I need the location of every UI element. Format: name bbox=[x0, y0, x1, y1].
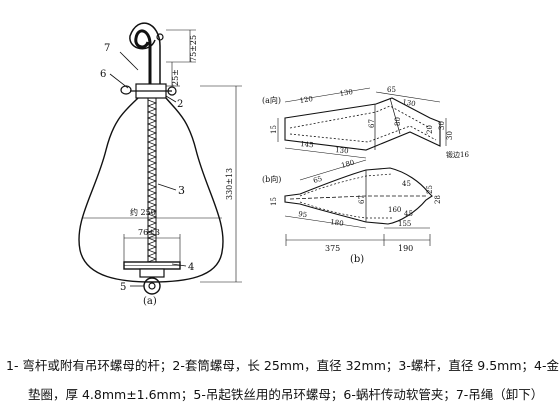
bottom-dim: 25 bbox=[426, 185, 434, 194]
panel-a-label: (a) bbox=[143, 296, 157, 307]
caption-line-1: 1- 弯杆或附有吊环螺母的杆；2-套筒螺母，长 25mm，直径 32mm；3-螺… bbox=[6, 358, 559, 373]
top-dim: 130 bbox=[339, 88, 353, 98]
top-view-outline bbox=[284, 97, 441, 151]
part-2-label: 2 bbox=[177, 99, 183, 110]
top-dim: 15 bbox=[270, 125, 278, 134]
dim-nut-height: 25± bbox=[171, 69, 180, 86]
top-view-label: (a向) bbox=[262, 95, 281, 105]
bottom-dim: 45 bbox=[402, 180, 411, 188]
dim-total-height: 330±13 bbox=[225, 168, 234, 200]
top-dim: 30 bbox=[438, 121, 446, 130]
bottom-dim: 160 bbox=[388, 206, 401, 214]
part-4-label: 4 bbox=[188, 262, 194, 273]
bottom-view-outline bbox=[284, 167, 433, 225]
top-dim: 20 bbox=[426, 125, 434, 134]
eye-nut bbox=[143, 277, 161, 295]
top-dim: 120 bbox=[299, 95, 313, 105]
part-3-label: 3 bbox=[178, 184, 185, 197]
bottom-dim: 67 bbox=[358, 195, 366, 204]
bottom-view-label: (b向) bbox=[262, 174, 281, 184]
base-dim-total: 375 bbox=[325, 244, 340, 253]
figure-a bbox=[78, 22, 242, 295]
figure-b bbox=[277, 87, 447, 246]
caption-line-2: 垫圈，厚 4.8mm±1.6mm；5-吊起铁丝用的吊环螺母；6-蜗杆传动软管夹；… bbox=[28, 387, 544, 402]
panel-b-label: (b) bbox=[350, 254, 364, 265]
part-7-label: 7 bbox=[104, 43, 110, 54]
top-dim: 80 bbox=[394, 117, 402, 126]
bottom-dim: 28 bbox=[434, 195, 442, 204]
bottom-dim: 65 bbox=[312, 175, 323, 185]
bottom-dim: 180 bbox=[330, 218, 344, 228]
dim-hook-height: 75±25 bbox=[189, 35, 198, 62]
bottom-dim: 95 bbox=[298, 210, 308, 219]
base-dim-right: 190 bbox=[398, 244, 413, 253]
dim-width: 约 250 bbox=[130, 207, 156, 217]
base-dim-part: 155 bbox=[398, 220, 411, 228]
top-dim: 145 bbox=[300, 140, 314, 149]
hook bbox=[134, 29, 152, 92]
bag-outline bbox=[78, 97, 224, 283]
top-dim: 65 bbox=[387, 86, 396, 94]
part-5-label: 5 bbox=[120, 282, 126, 293]
part-6-label: 6 bbox=[100, 69, 106, 80]
dim-ring-dia: 76±3 bbox=[138, 228, 160, 237]
bottom-dim: 45 bbox=[404, 210, 413, 218]
top-dim: 30 bbox=[446, 131, 454, 140]
top-dim-edge: 锻边16 bbox=[446, 150, 469, 159]
top-dim: 130 bbox=[335, 146, 349, 155]
top-dim: 130 bbox=[402, 98, 417, 108]
bottom-dim: 15 bbox=[270, 197, 278, 206]
bottom-dim: 180 bbox=[340, 159, 355, 170]
top-dim: 67 bbox=[368, 119, 376, 128]
threaded-rod bbox=[147, 99, 157, 272]
